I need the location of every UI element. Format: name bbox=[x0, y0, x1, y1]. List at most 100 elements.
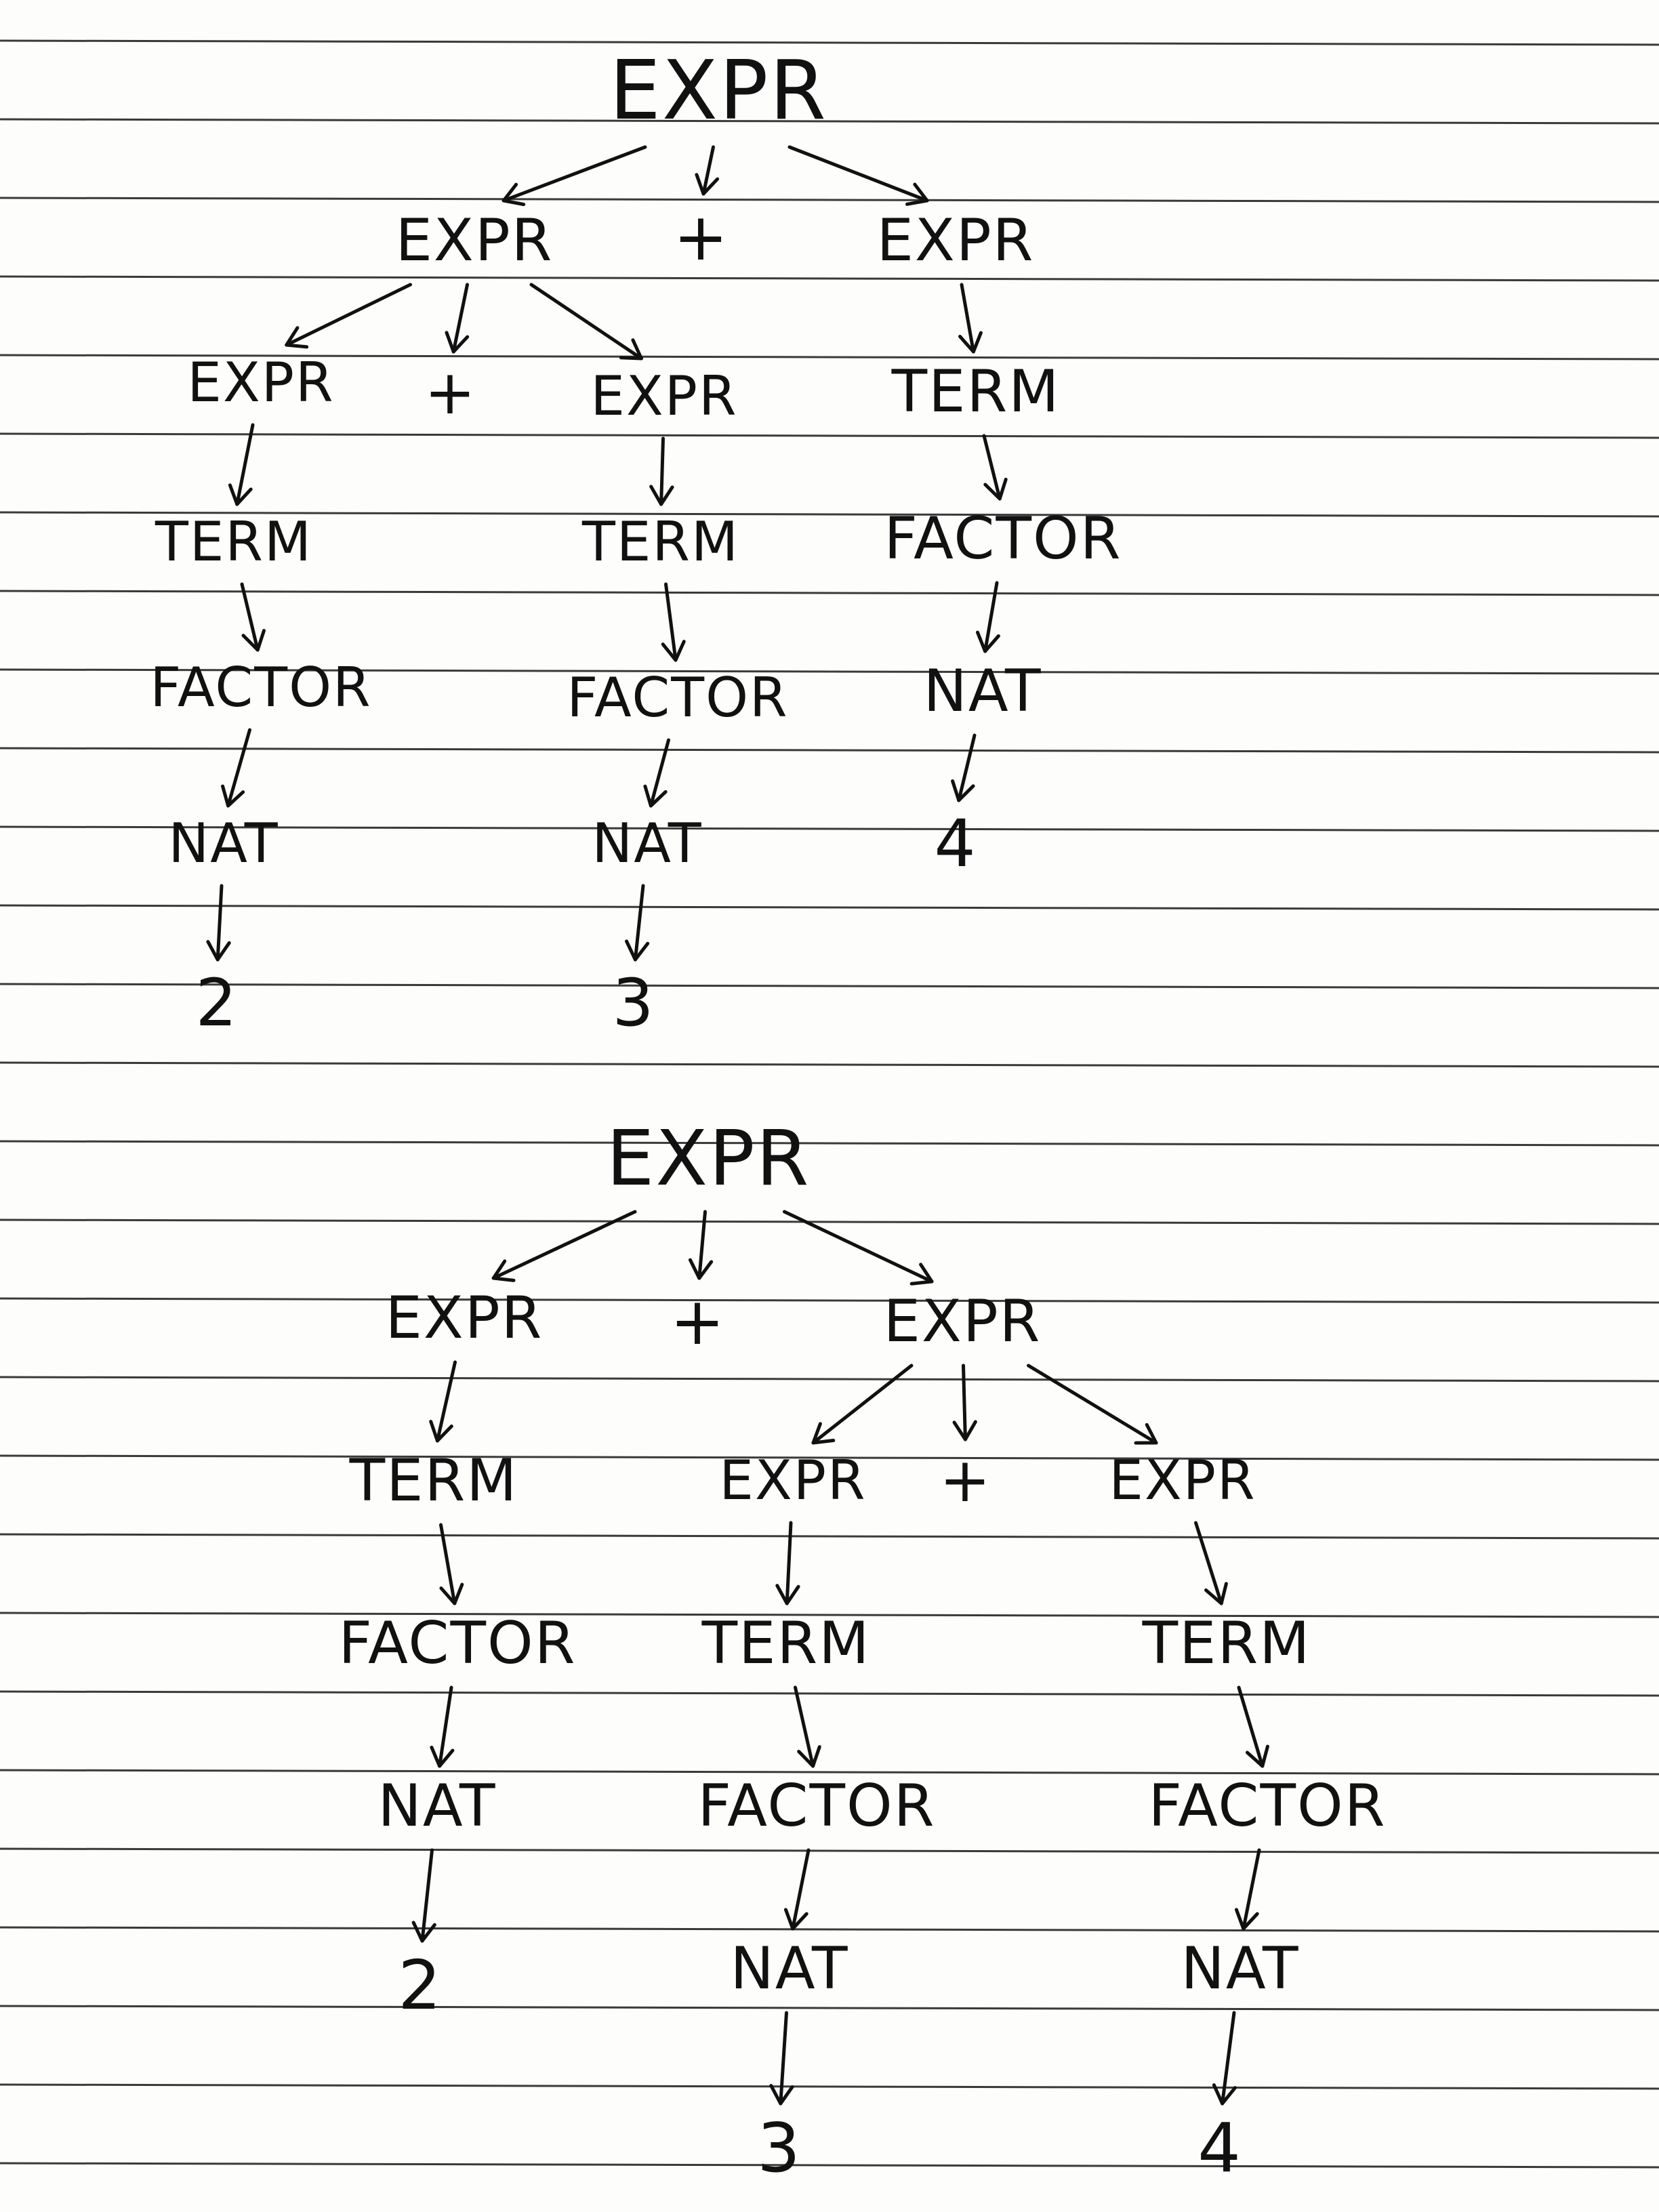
tree-node-nat: NAT bbox=[1181, 1935, 1300, 2003]
ruled-line bbox=[0, 668, 1659, 675]
tree-arrow bbox=[952, 1364, 977, 1441]
tree-arrow bbox=[625, 884, 650, 962]
tree-arrow bbox=[430, 1685, 455, 1768]
ruled-line bbox=[0, 511, 1659, 518]
tree-arrow bbox=[228, 423, 255, 506]
tree-arrow bbox=[783, 1848, 811, 1931]
tree-node-expr: EXPR bbox=[590, 365, 738, 428]
tree-arrow bbox=[958, 283, 983, 354]
tree-arrow bbox=[1194, 1521, 1228, 1605]
tree-arrow bbox=[811, 1364, 914, 1445]
ruled-line bbox=[0, 275, 1659, 282]
tree-node-factor: FACTOR bbox=[567, 666, 789, 729]
tree-node-expr: EXPR bbox=[1109, 1449, 1256, 1512]
tree-node-nat: NAT bbox=[168, 812, 279, 875]
tree-node-factor: FACTOR bbox=[338, 1610, 577, 1677]
ruled-line bbox=[0, 2083, 1659, 2090]
tree-node-nat: NAT bbox=[730, 1935, 849, 2003]
tree-arrow bbox=[787, 145, 929, 206]
tree-arrow bbox=[221, 728, 251, 808]
tree-node-number: 3 bbox=[757, 2108, 802, 2188]
tree-node-term: TERM bbox=[891, 358, 1061, 426]
tree-node-factor: FACTOR bbox=[697, 1772, 936, 1840]
ruled-line bbox=[0, 904, 1659, 911]
tree-node-number: 2 bbox=[398, 1946, 443, 2025]
tree-arrow bbox=[240, 582, 266, 652]
tree-arrow bbox=[439, 1523, 464, 1605]
ruled-line bbox=[0, 1061, 1659, 1068]
tree-node-term: TERM bbox=[701, 1610, 871, 1677]
ruled-line bbox=[0, 354, 1659, 361]
tree-arrow bbox=[643, 738, 670, 808]
tree-node-expr: EXPR bbox=[719, 1449, 867, 1512]
tree-node-plus: + bbox=[424, 357, 477, 428]
ruled-line bbox=[0, 1926, 1659, 1933]
tree-node-term: TERM bbox=[581, 510, 740, 573]
tree-arrow bbox=[982, 434, 1008, 501]
tree-node-expr: EXPR bbox=[395, 207, 554, 274]
tree-node-term: TERM bbox=[1142, 1610, 1311, 1677]
ruled-line bbox=[0, 747, 1659, 754]
ruled-line bbox=[0, 825, 1659, 832]
tree-node-plus: + bbox=[670, 1284, 726, 1359]
tree-arrow bbox=[794, 1685, 821, 1768]
tree-node-expr: EXPR bbox=[883, 1288, 1042, 1355]
tree-node-plus: + bbox=[939, 1445, 992, 1516]
ruled-line bbox=[0, 590, 1659, 596]
tree-node-factor: FACTOR bbox=[884, 505, 1122, 573]
ruled-line bbox=[0, 1140, 1659, 1147]
tree-arrow bbox=[429, 1360, 457, 1443]
tree-node-number: 4 bbox=[934, 806, 977, 882]
tree-node-number: 4 bbox=[1197, 2108, 1242, 2188]
tree-arrow bbox=[491, 1210, 637, 1282]
tree-arrow bbox=[285, 283, 412, 349]
tree-arrow bbox=[649, 436, 674, 506]
tree-arrow bbox=[445, 283, 470, 354]
tree-node-number: 3 bbox=[612, 965, 655, 1041]
tree-arrow bbox=[206, 884, 231, 962]
ruled-line bbox=[0, 1376, 1659, 1382]
ruled-line bbox=[0, 2162, 1659, 2169]
ruled-line bbox=[0, 432, 1659, 439]
tree-node-expr-root: EXPR bbox=[606, 1115, 811, 1203]
ruled-line bbox=[0, 1847, 1659, 1854]
tree-arrow bbox=[1212, 2011, 1237, 2106]
tree-arrow bbox=[975, 581, 1000, 653]
ruled-line bbox=[0, 1533, 1659, 1540]
tree-node-expr: EXPR bbox=[876, 207, 1035, 274]
tree-arrow bbox=[783, 1210, 934, 1286]
tree-arrow bbox=[529, 283, 643, 361]
tree-arrow bbox=[411, 1848, 436, 1943]
tree-node-expr-root: EXPR bbox=[609, 44, 827, 138]
tree-node-factor: FACTOR bbox=[1148, 1772, 1387, 1840]
ruled-line bbox=[0, 1690, 1659, 1697]
ruled-line bbox=[0, 1297, 1659, 1304]
tree-arrow bbox=[688, 1210, 714, 1280]
tree-arrow bbox=[661, 582, 686, 662]
tree-node-expr: EXPR bbox=[385, 1284, 544, 1352]
tree-arrow bbox=[951, 733, 977, 802]
tree-arrow bbox=[1027, 1364, 1158, 1445]
tree-node-term: TERM bbox=[155, 510, 313, 573]
tree-node-nat: NAT bbox=[377, 1772, 497, 1840]
tree-arrow bbox=[769, 2011, 794, 2106]
tree-arrow bbox=[1237, 1685, 1269, 1768]
tree-arrow bbox=[1234, 1848, 1261, 1931]
tree-arrow bbox=[695, 145, 720, 196]
ruled-line bbox=[0, 983, 1659, 989]
tree-node-expr: EXPR bbox=[187, 351, 335, 414]
ruled-line bbox=[0, 1454, 1659, 1461]
ruled-line bbox=[0, 118, 1659, 125]
ruled-line bbox=[0, 197, 1659, 203]
tree-node-factor: FACTOR bbox=[150, 656, 372, 719]
tree-node-plus: + bbox=[673, 199, 730, 275]
ruled-line bbox=[0, 1612, 1659, 1618]
tree-node-nat: NAT bbox=[592, 812, 703, 875]
tree-arrow bbox=[775, 1521, 800, 1605]
ruled-line bbox=[0, 39, 1659, 46]
ruled-line bbox=[0, 2005, 1659, 2011]
